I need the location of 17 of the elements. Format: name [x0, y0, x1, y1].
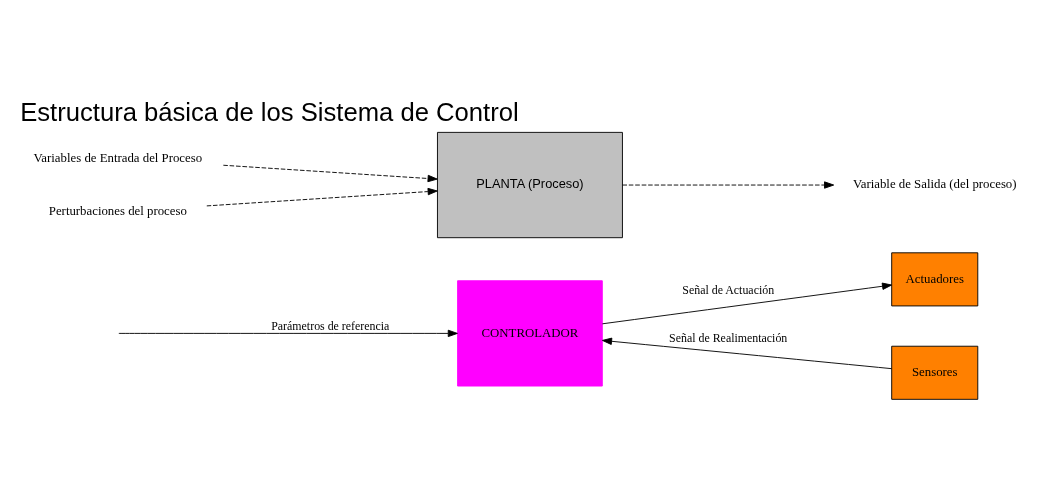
arrow — [118, 329, 458, 337]
arrow — [602, 337, 893, 369]
node-text: Variables de Entrada del Proceso — [33, 150, 203, 165]
node-text: Variable de Salida (del proceso) — [852, 176, 1017, 191]
diagram-title: Estructura básica de los Sistema de Control — [20, 97, 519, 126]
arrow — [622, 180, 835, 189]
node-box: Sensores — [891, 345, 979, 400]
node-box: CONTROLADOR — [457, 279, 603, 386]
node-text: Perturbaciones del proceso — [48, 203, 187, 218]
edge-label: Señal de Actuación — [682, 282, 775, 297]
arrow — [222, 164, 438, 182]
node-box: Actuadores — [891, 251, 979, 306]
arrow — [602, 282, 893, 324]
arrow — [206, 187, 438, 206]
edge-label: Parámetros de referencia — [271, 318, 390, 333]
node-box: PLANTA (Proceso) — [437, 131, 623, 238]
edge-label: Señal de Realimentación — [669, 330, 788, 345]
